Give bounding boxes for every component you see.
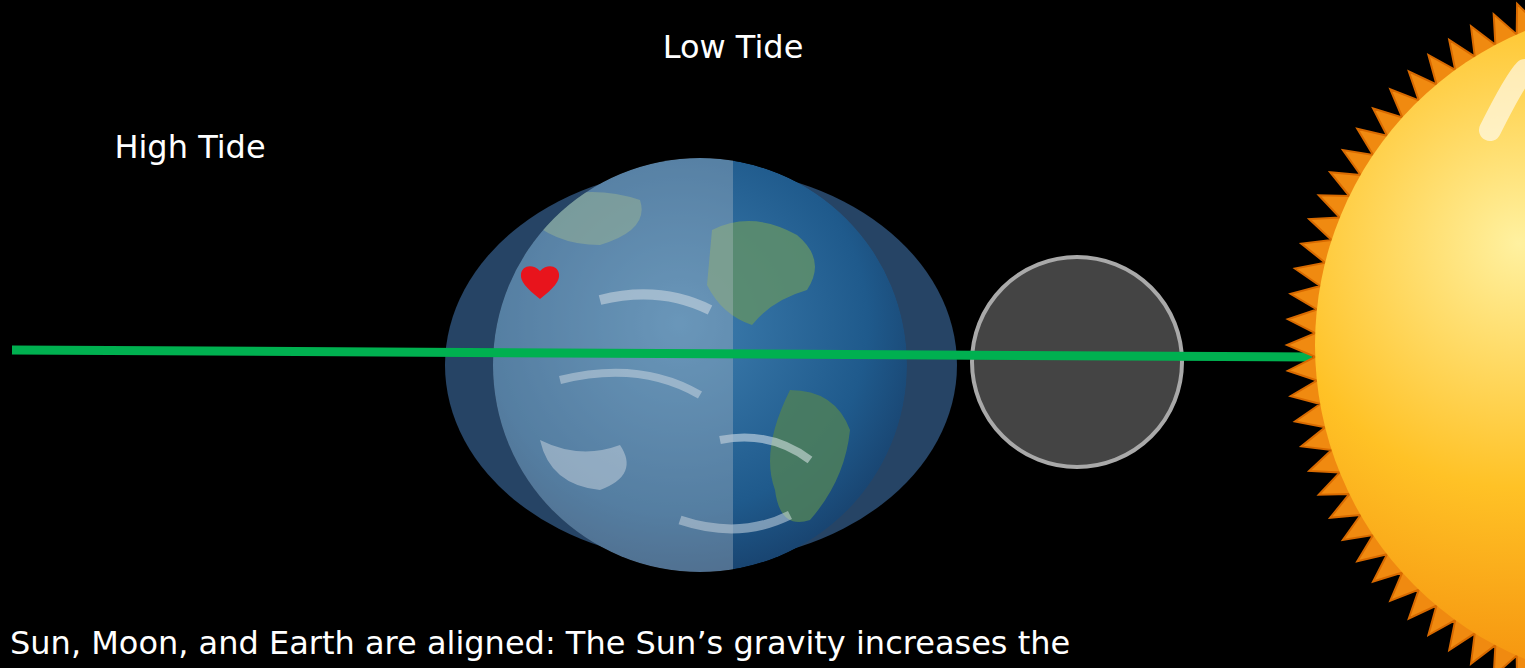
tide-label: Low Tide (663, 28, 804, 66)
alignment-line (12, 350, 1312, 357)
moon (972, 257, 1182, 467)
caption: Sun, Moon, and Earth are aligned: The Su… (10, 624, 1070, 662)
night-shade (480, 150, 733, 580)
tide-label: High Tide (114, 128, 265, 166)
sun (1287, 0, 1525, 668)
earth (480, 150, 907, 580)
heart-marker (521, 266, 559, 299)
